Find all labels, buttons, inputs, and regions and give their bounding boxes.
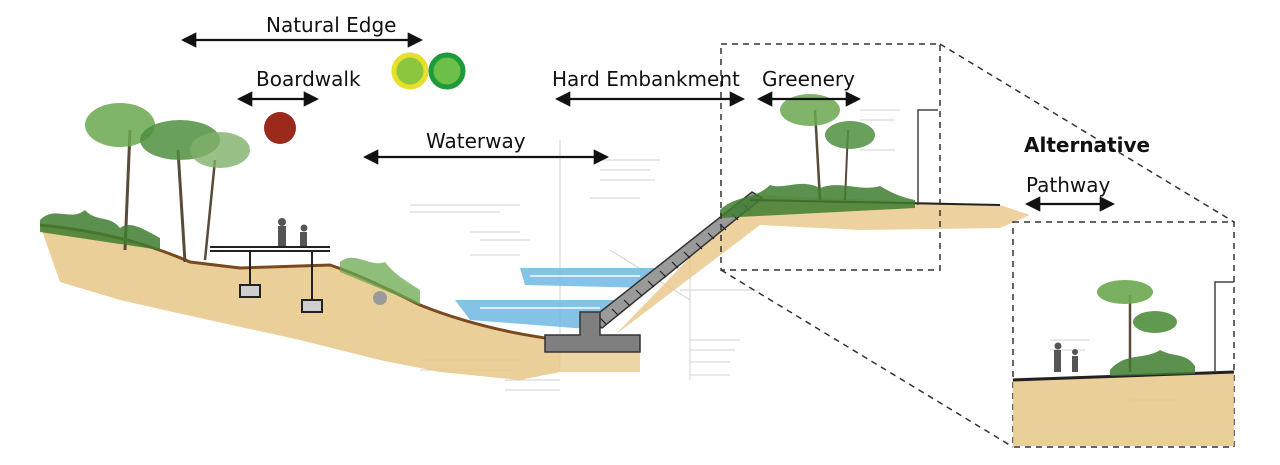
inset-soil: [1013, 372, 1234, 446]
natural-edge-label: Natural Edge: [266, 13, 396, 37]
person-icon: [278, 218, 308, 246]
dashed-zoom-box-icon: [720, 43, 1235, 448]
yellow-marker: [391, 52, 429, 90]
tree-canopy: [1133, 311, 1177, 333]
green-marker: [428, 52, 466, 90]
inset-railing-post: [1214, 281, 1234, 372]
alternative-label: Alternative: [1024, 133, 1150, 157]
railing-post: [917, 109, 938, 205]
pathway-label: Pathway: [1026, 173, 1111, 197]
shrubs: [40, 210, 160, 250]
shrubs: [720, 183, 915, 218]
left-vegetation: [40, 103, 420, 305]
tree-icon: [176, 149, 187, 263]
shrubs: [340, 257, 420, 305]
shrubs: [1110, 350, 1195, 376]
left-bank-soil: [40, 225, 560, 380]
greenery-label: Greenery: [762, 67, 855, 91]
water-ripple-lines: [480, 275, 640, 309]
tree-canopy: [85, 103, 155, 147]
inset-ground-line: [1012, 370, 1235, 382]
tree-canopy: [1097, 280, 1153, 304]
tree-canopy: [825, 121, 875, 149]
color-markers: [264, 52, 466, 144]
boardwalk-label: Boardwalk: [256, 67, 361, 91]
dimension-arrows: [180, 32, 1116, 212]
water-body: [455, 268, 660, 330]
labels: Natural Edge Boardwalk Waterway Hard Emb…: [256, 13, 1150, 197]
person-icon: [1054, 342, 1078, 372]
upper-water: [520, 268, 660, 288]
tree-canopy: [190, 132, 250, 168]
tree-icon: [203, 159, 217, 261]
ground-section: [39, 195, 1030, 380]
rock: [373, 291, 387, 305]
embankment-footing: [544, 311, 641, 353]
right-vegetation: [720, 94, 915, 218]
boardwalk-structure: [210, 246, 330, 313]
alternative-pathway-inset: [1012, 280, 1235, 446]
hard-embankment-label: Hard Embankment: [552, 67, 740, 91]
waterway-label: Waterway: [426, 129, 526, 153]
red-marker: [264, 112, 296, 144]
